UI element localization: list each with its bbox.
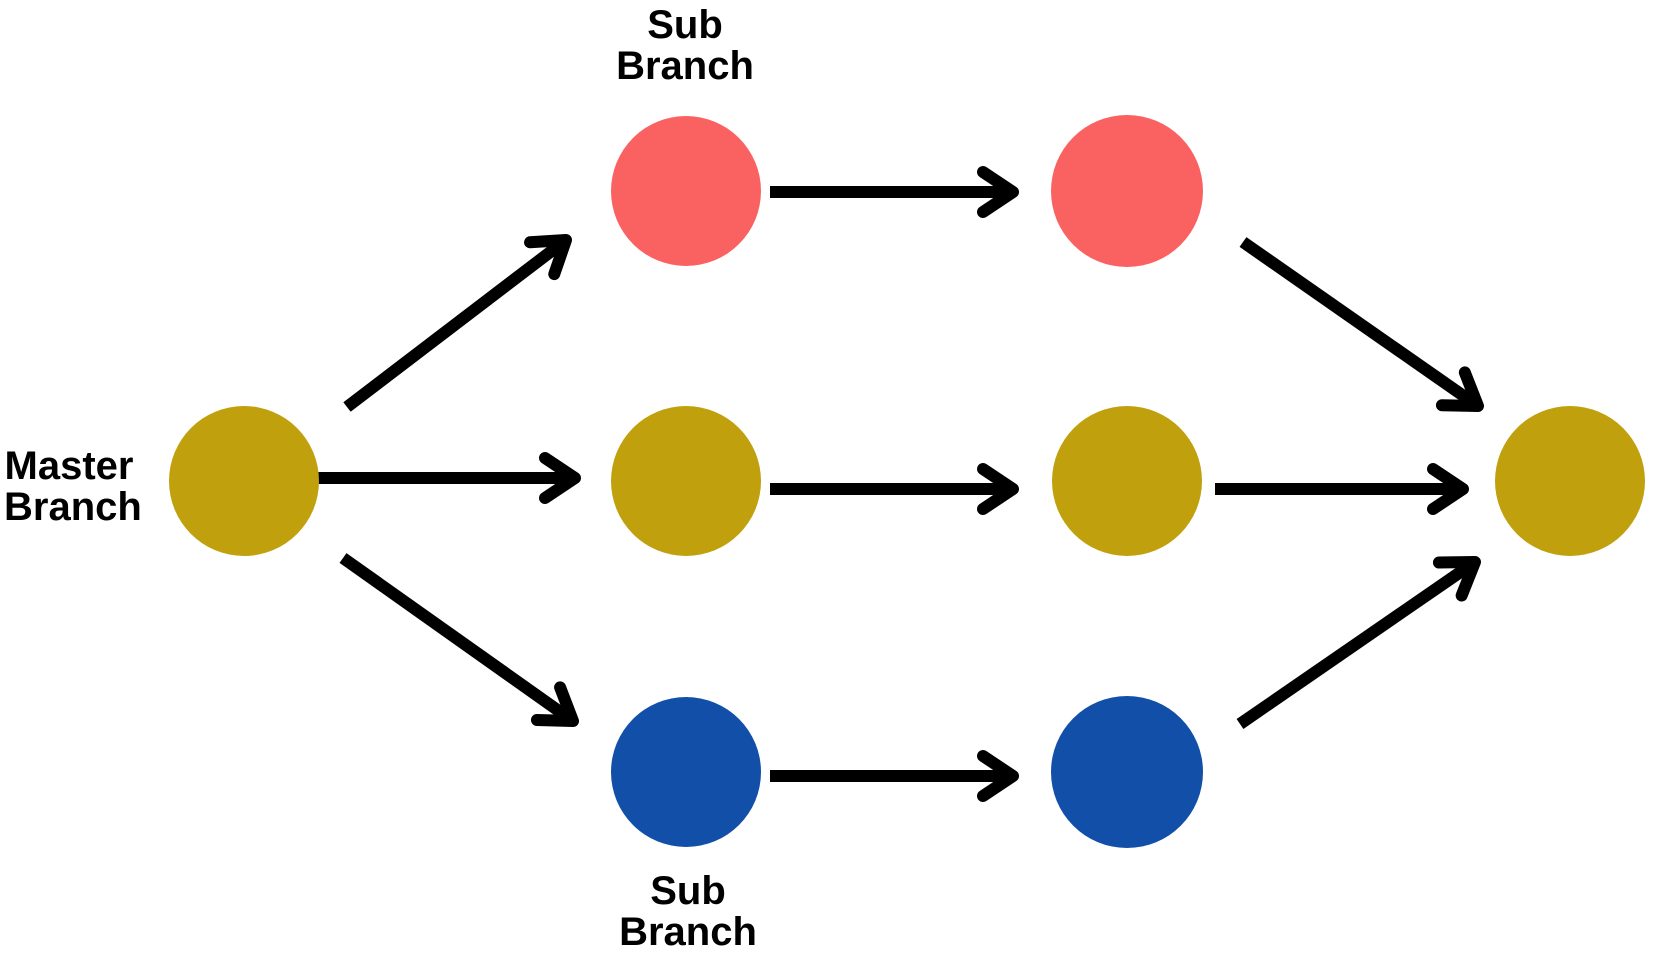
sub-branch-top-label-line2: Branch [616, 44, 754, 88]
blue-sub-branch-node-1 [611, 697, 761, 847]
merge-branch-node [1495, 406, 1645, 556]
sub-branch-bottom-label-line1: Sub [650, 869, 726, 913]
master-branch-label: Master Branch [4, 444, 142, 529]
master-branch-node [169, 406, 319, 556]
nodes-layer [169, 115, 1645, 848]
arrow-red2-to-merge [1239, 237, 1484, 412]
sub-branch-bottom-label-line2: Branch [619, 910, 757, 954]
master-branch-label-line2: Branch [4, 485, 142, 529]
gold-branch-node-3 [1052, 406, 1202, 556]
gold-branch-node-2 [611, 406, 761, 556]
sub-branch-top-label: Sub Branch [575, 5, 795, 87]
arrow-master-to-red-sub [343, 234, 572, 412]
blue-sub-branch-node-2 [1051, 696, 1203, 848]
master-branch-label-line1: Master [4, 444, 134, 488]
arrow-blue2-to-merge [1236, 556, 1481, 729]
red-sub-branch-node-2 [1051, 115, 1203, 267]
arrow-master-to-blue-sub [339, 553, 579, 727]
sub-branch-top-label-line1: Sub [647, 3, 723, 47]
edges-layer [315, 166, 1484, 802]
red-sub-branch-node-1 [611, 116, 761, 266]
sub-branch-bottom-label: Sub Branch [578, 871, 798, 953]
